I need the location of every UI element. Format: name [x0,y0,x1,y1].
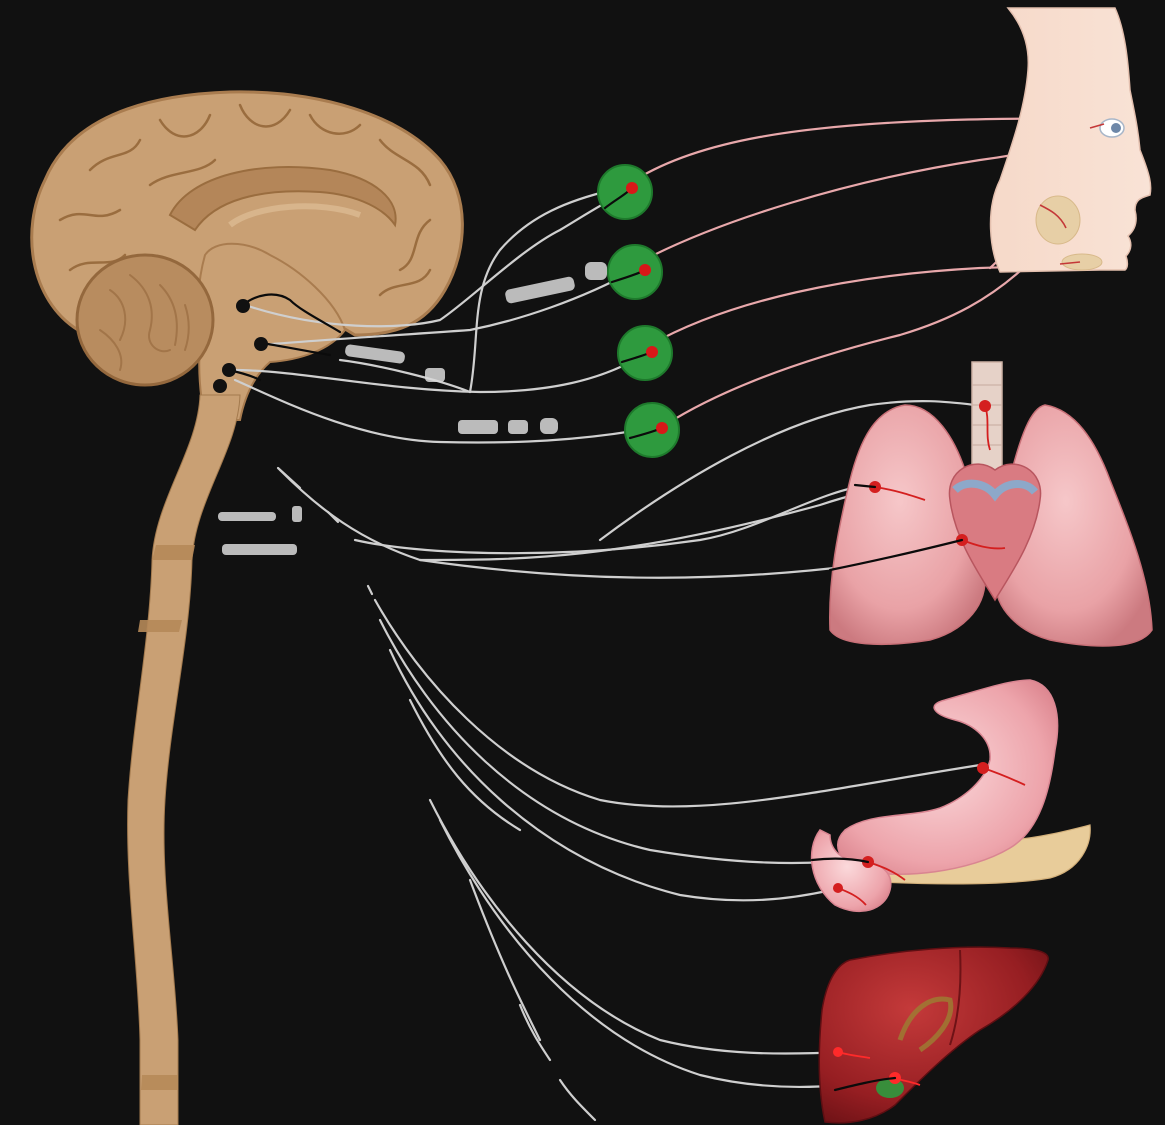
pterygopalatine-ganglion [608,245,662,299]
otic-ganglion [625,403,679,457]
face-profile-icon [991,8,1151,272]
liver-icon [819,947,1048,1123]
nucleus-2 [254,337,268,351]
nucleus-3 [222,363,236,377]
nucleus-4 [213,379,227,393]
nucleus-1 [236,299,250,313]
submandibular-ganglion [618,326,672,380]
spinal-cord [128,395,240,1125]
cranial-ganglia [598,165,679,457]
stomach-icon [812,680,1091,911]
ciliary-ganglion [598,165,652,219]
cerebellum [77,255,213,385]
